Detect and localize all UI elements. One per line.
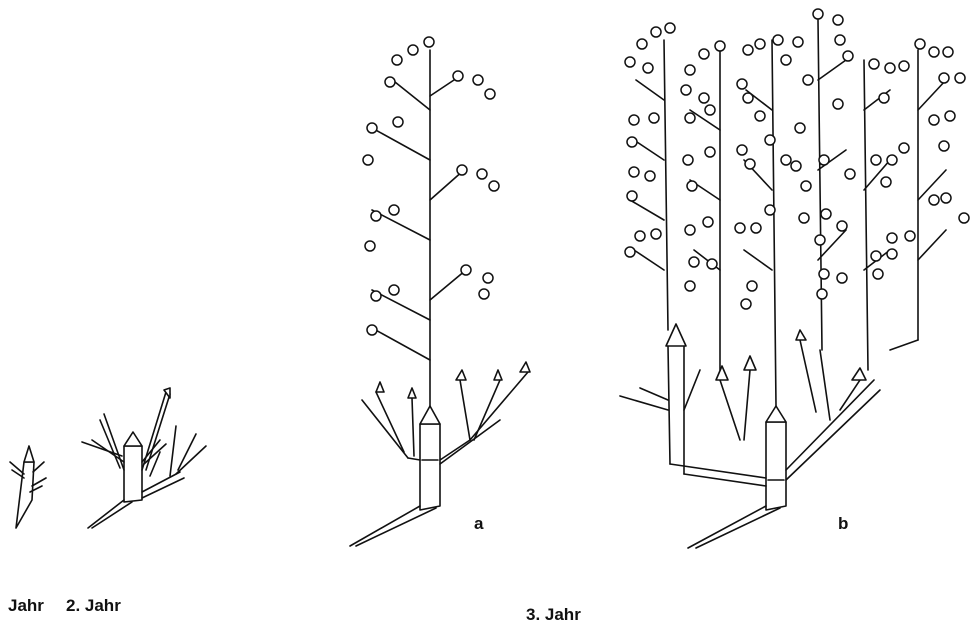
year1-plant [10,446,46,528]
year2-plant [82,388,206,528]
year3-plant-a [350,37,530,546]
year3-label: 3. Jahr [526,605,581,624]
panel-b-label: b [838,514,848,533]
year2-label: 2. Jahr [66,596,121,615]
panel-a-label: a [474,514,484,533]
year1-label: Jahr [8,596,44,615]
year3-plant-b [620,9,969,548]
